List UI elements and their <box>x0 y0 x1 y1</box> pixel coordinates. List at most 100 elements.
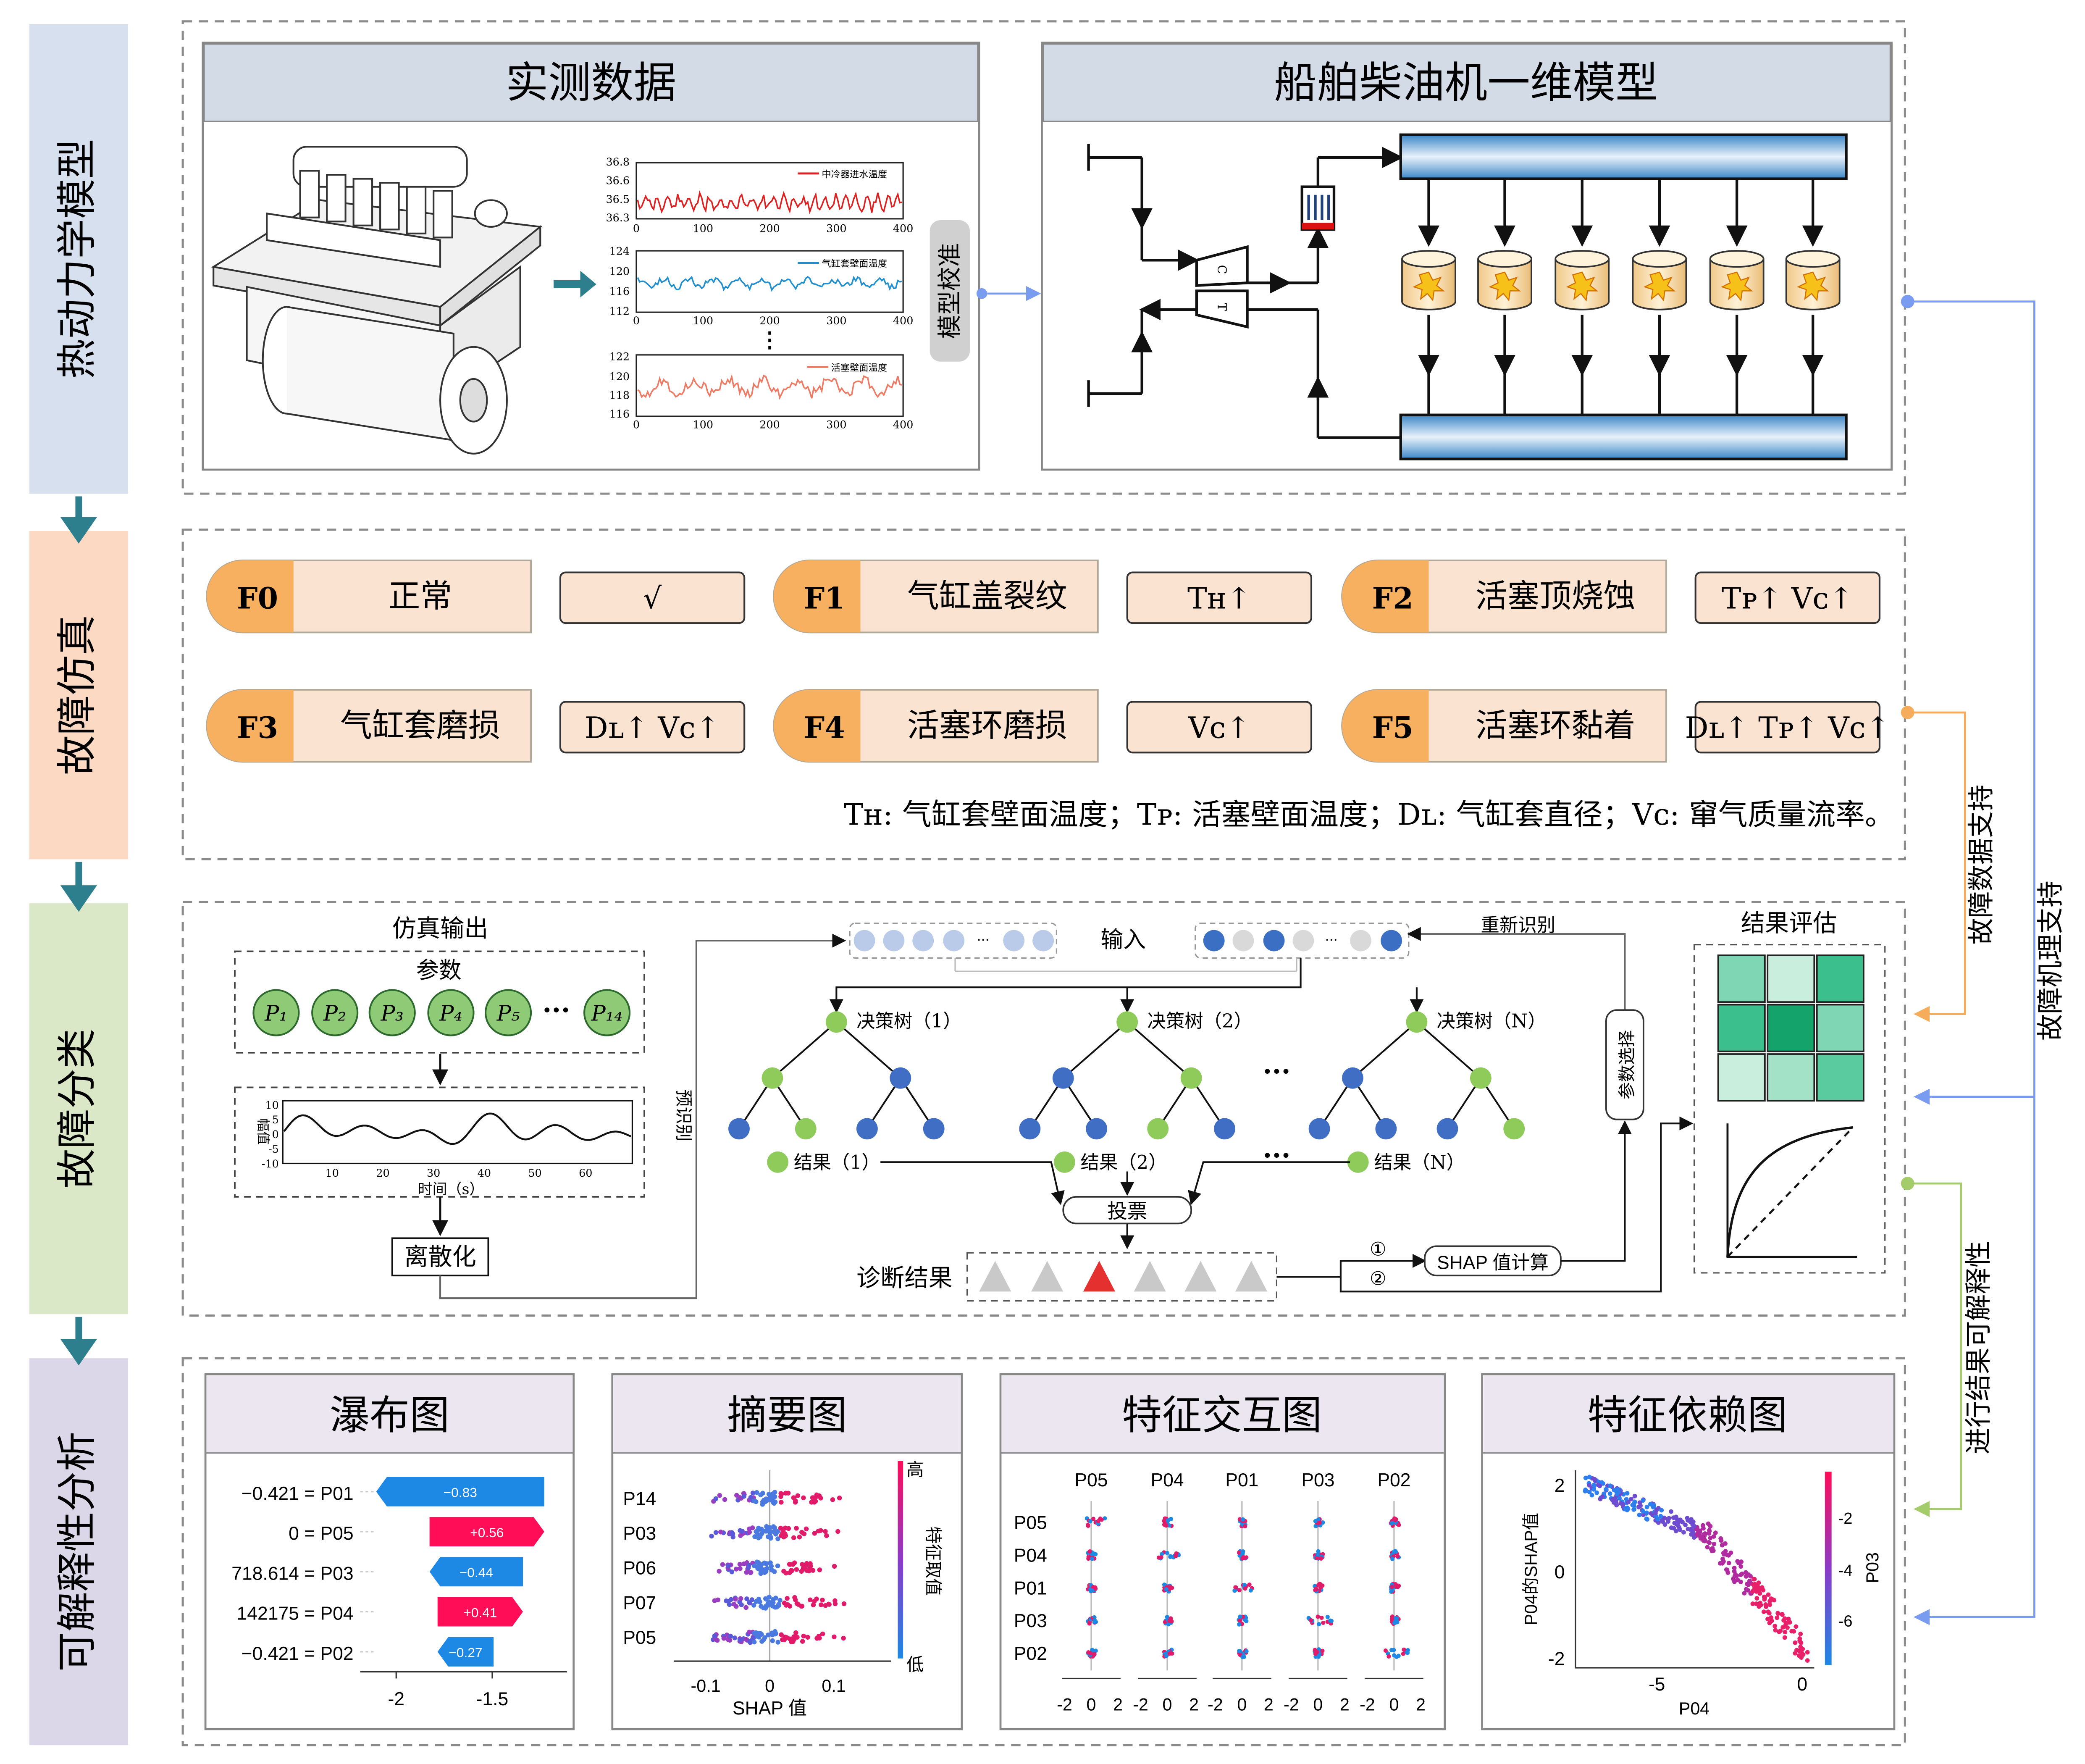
interaction-point <box>1091 1517 1096 1521</box>
dependence-point <box>1594 1490 1599 1495</box>
fault-code-badge <box>1342 560 1429 633</box>
dependence-point <box>1591 1487 1597 1492</box>
dependence-point <box>1651 1505 1656 1510</box>
confusion-matrix <box>1717 954 1864 1102</box>
param-label: P₂ <box>323 1001 347 1026</box>
dependence-point <box>1744 1587 1749 1592</box>
explosion-icon <box>1796 271 1829 302</box>
interaction-point <box>1164 1654 1169 1658</box>
summary-point <box>804 1561 809 1566</box>
interaction-point <box>1313 1586 1318 1591</box>
dependence-point <box>1629 1496 1634 1501</box>
fault-effect: √ <box>643 581 662 615</box>
tree-edge <box>1062 1021 1128 1079</box>
interaction-point <box>1091 1585 1095 1589</box>
dependence-point <box>1637 1512 1642 1517</box>
dep-ytick: 0 <box>1555 1562 1565 1583</box>
vote-box <box>1062 1196 1192 1225</box>
plot3-ytick: 120 <box>609 370 630 383</box>
dependence-point <box>1794 1648 1799 1653</box>
summary-point <box>738 1528 743 1533</box>
summary-point <box>766 1633 771 1638</box>
waterfall-bar <box>437 1637 494 1667</box>
dep-cbar-tick: -4 <box>1838 1562 1853 1580</box>
confusion-cell <box>1767 954 1815 1003</box>
summary-point <box>754 1599 759 1604</box>
stage-box-thermo <box>29 24 128 494</box>
diag-result-label: 诊断结果 <box>856 1265 953 1292</box>
wave-ytick: 10 <box>265 1099 278 1111</box>
summary-point <box>766 1602 771 1607</box>
input-dot <box>912 930 934 952</box>
dependence-point <box>1799 1650 1804 1655</box>
summary-point <box>816 1634 822 1639</box>
model-title: 船舶柴油机一维模型 <box>1274 58 1658 108</box>
dependence-point <box>1738 1564 1744 1569</box>
interaction-point <box>1318 1581 1322 1586</box>
intake-manifold <box>1399 133 1848 180</box>
summary-point <box>820 1631 825 1637</box>
compressor-label: C <box>1215 265 1229 274</box>
input-ellipsis: ··· <box>1325 933 1338 948</box>
summary-title: 摘要图 <box>727 1392 847 1438</box>
calibration-box <box>930 220 970 362</box>
interaction-col-label: P05 <box>1074 1470 1108 1491</box>
tree-node <box>728 1118 750 1140</box>
tree-node <box>1019 1118 1041 1140</box>
cylinder-group <box>1401 179 1841 415</box>
summary-point <box>791 1636 796 1641</box>
dependence-point <box>1735 1559 1740 1564</box>
summary-point <box>758 1492 763 1498</box>
dependence-point <box>1782 1616 1787 1621</box>
tree-label: 决策树（2） <box>1147 1011 1253 1032</box>
summary-point <box>737 1562 743 1567</box>
dependence-point <box>1724 1567 1729 1572</box>
interaction-point <box>1329 1619 1334 1623</box>
sim-output-title: 仿真输出 <box>392 915 488 943</box>
dependence-point <box>1617 1496 1622 1501</box>
interaction-point <box>1390 1556 1395 1561</box>
dependence-point <box>1681 1530 1686 1535</box>
dependence-point <box>1616 1490 1621 1495</box>
confusion-cell <box>1717 1004 1766 1052</box>
explosion-icon <box>1413 271 1445 302</box>
tree-node <box>890 1067 911 1089</box>
interaction-point <box>1390 1588 1394 1593</box>
summary-point <box>835 1529 840 1534</box>
summary-point <box>841 1601 847 1606</box>
summary-point <box>764 1561 769 1566</box>
tree-node <box>1406 1011 1428 1033</box>
dependence-point <box>1782 1635 1787 1640</box>
stage-label-interp: 可解释性分析 <box>54 1432 100 1672</box>
summary-point <box>823 1529 828 1534</box>
dependence-point <box>1780 1625 1786 1630</box>
params-box <box>234 950 645 1054</box>
input-dot <box>853 930 875 952</box>
dependence-point <box>1678 1527 1682 1532</box>
summary-point <box>775 1640 780 1645</box>
cylinder-top <box>1477 250 1532 268</box>
interaction-tick: -2 <box>1360 1695 1375 1714</box>
dependence-point <box>1688 1527 1693 1532</box>
dependence-point <box>1721 1559 1726 1564</box>
measured-plot-3: 活塞壁面温度 122 120 118 116 0 100 200 300 400 <box>609 350 914 431</box>
plot3-legend: 活塞壁面温度 <box>831 363 887 373</box>
interaction-point <box>1243 1524 1247 1529</box>
dependence-point <box>1767 1611 1772 1616</box>
interaction-point <box>1238 1614 1242 1619</box>
tree-node <box>1342 1067 1363 1089</box>
compressor-shape <box>1195 245 1249 287</box>
summary-xlabel: SHAP 值 <box>733 1698 807 1719</box>
interaction-point <box>1093 1648 1098 1653</box>
dependence-point <box>1662 1522 1667 1527</box>
summary-point <box>729 1569 735 1575</box>
tree-node <box>1052 1067 1074 1089</box>
summary-point <box>715 1638 720 1643</box>
data-flow-arrow <box>554 271 596 298</box>
fault-effect-box <box>1694 571 1881 624</box>
dependence-point <box>1641 1509 1646 1514</box>
dep-ytick: 2 <box>1555 1475 1565 1496</box>
tree-node <box>1375 1118 1397 1140</box>
interaction-point <box>1393 1549 1398 1554</box>
